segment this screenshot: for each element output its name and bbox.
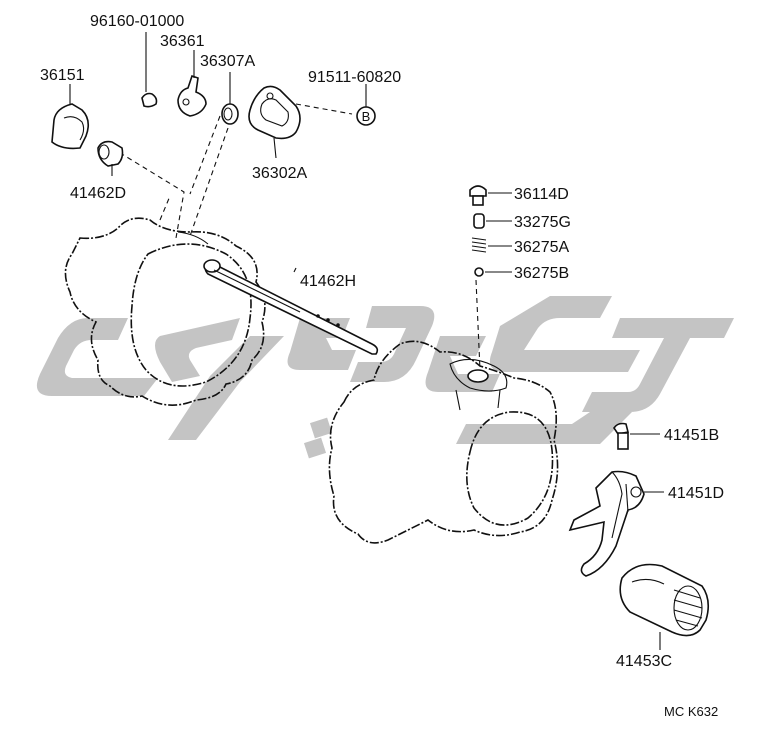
part-36114D (469, 185, 512, 206)
shift-rod-41462H (203, 259, 379, 355)
callout-b-marker: B (356, 84, 376, 126)
part-33275G (473, 213, 512, 229)
label-36361: 36361 (160, 33, 205, 50)
label-41453C: 41453C (616, 653, 672, 670)
part-36275B (474, 267, 512, 277)
part-41462D (97, 140, 124, 176)
label-41462H: 41462H (300, 273, 356, 290)
label-36275A: 36275A (514, 239, 569, 256)
label-41451D: 41451D (668, 485, 724, 502)
watermark-logo (36, 296, 734, 459)
diagram-code: MC K632 (664, 704, 718, 719)
transmission-case-right (328, 340, 559, 544)
label-91511-60820: 91511-60820 (308, 69, 401, 86)
part-36151 (51, 84, 90, 150)
part-41451D-shift-fork (568, 470, 664, 577)
part-96160-01000 (141, 32, 158, 108)
label-36114D: 36114D (514, 186, 569, 203)
label-33275G: 33275G (514, 214, 571, 231)
label-96160-01000: 96160-01000 (90, 13, 184, 30)
part-36307A (221, 72, 239, 125)
dashed-alignment-lines (111, 103, 481, 371)
callout-b-text: B (362, 109, 371, 124)
label-41451B: 41451B (664, 427, 719, 444)
label-36302A: 36302A (252, 165, 307, 182)
label-41462D: 41462D (70, 185, 126, 202)
part-36361 (177, 50, 207, 117)
label-36151: 36151 (40, 67, 85, 84)
part-36302A (248, 85, 301, 159)
leader-41462H (293, 267, 297, 273)
transmission-case-left (64, 217, 266, 406)
part-labels: 96160-01000 36361 36307A 36151 91511-608… (40, 13, 724, 719)
part-41453C-sleeve (619, 563, 710, 650)
part-41451B (613, 422, 660, 450)
label-36307A: 36307A (200, 53, 255, 70)
label-36275B: 36275B (514, 265, 569, 282)
part-36275A (471, 237, 512, 253)
